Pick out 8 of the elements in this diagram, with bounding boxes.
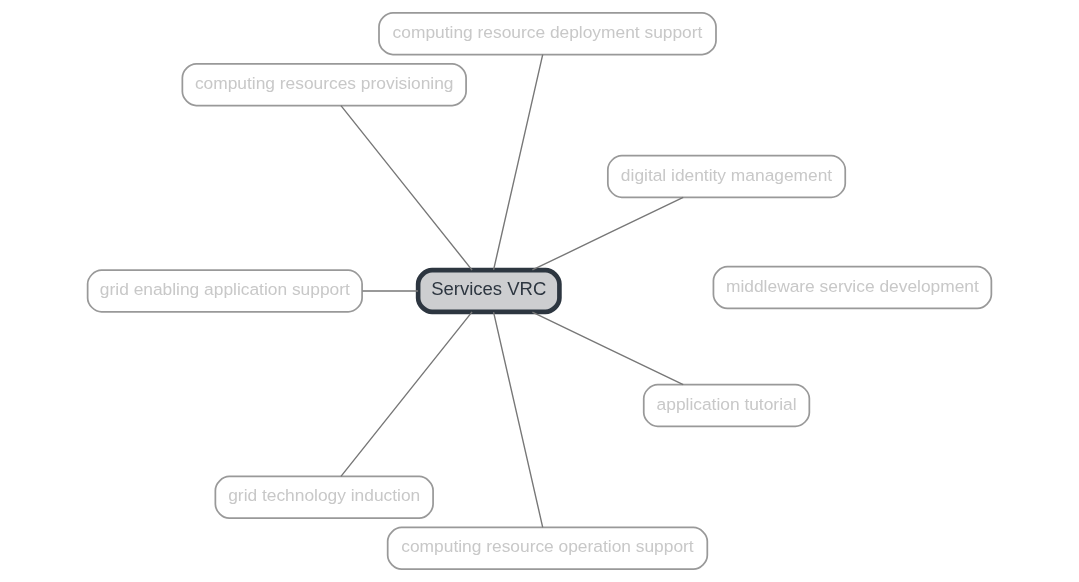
connector xyxy=(492,311,544,528)
connector xyxy=(361,290,419,292)
connector xyxy=(492,54,544,271)
connector xyxy=(531,311,684,386)
node-box: Services VRC xyxy=(415,267,562,315)
connector xyxy=(340,104,473,271)
connector xyxy=(531,196,684,271)
connector xyxy=(340,311,473,478)
